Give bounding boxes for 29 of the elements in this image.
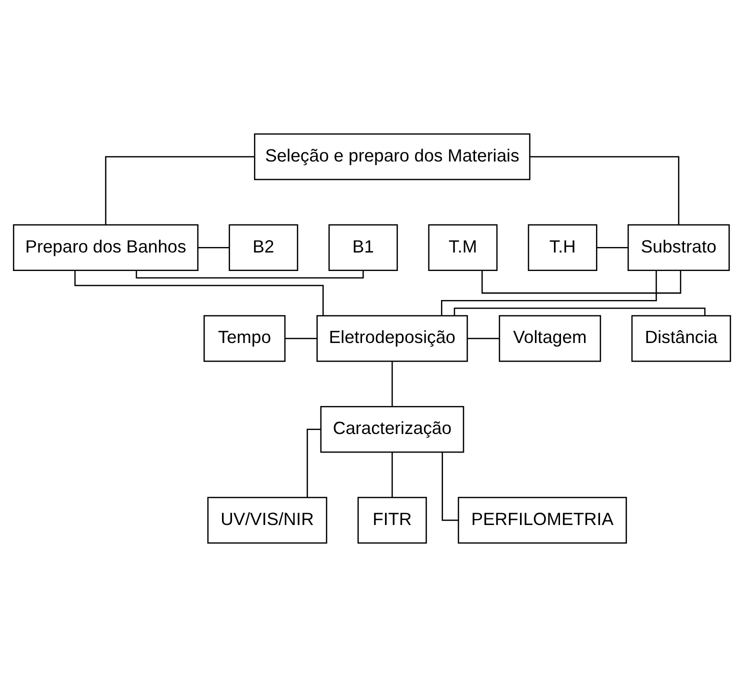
connector <box>596 247 628 248</box>
node-box: FITR <box>357 496 427 544</box>
connector <box>442 452 458 521</box>
node-box: Substrato <box>628 224 730 271</box>
node-box: T.M <box>428 224 498 271</box>
connector <box>392 452 393 497</box>
connector <box>136 270 364 279</box>
connector <box>105 156 254 225</box>
connector <box>285 338 318 340</box>
node-box: Eletrodeposição <box>316 315 468 362</box>
node-box: Caracterização <box>320 406 464 453</box>
node-box: B2 <box>228 224 298 271</box>
connector <box>467 338 500 340</box>
node-box: Preparo dos Banhos <box>12 224 198 271</box>
connector <box>454 308 706 316</box>
node-box: PERFILOMETRIA <box>458 496 627 544</box>
connector <box>530 156 680 225</box>
connector <box>441 270 657 316</box>
node-box: UV/VIS/NIR <box>207 496 328 544</box>
node-box: Voltagem <box>498 315 602 362</box>
node-box: Tempo <box>204 315 286 362</box>
node-box: Distância <box>631 315 732 362</box>
connector <box>392 361 393 406</box>
node-box: T.H <box>528 224 598 271</box>
connector <box>74 270 324 316</box>
connector <box>481 270 682 294</box>
node-box: B1 <box>328 224 398 271</box>
connector <box>198 247 230 248</box>
node-box: Seleção e preparo dos Materiais <box>254 133 530 180</box>
